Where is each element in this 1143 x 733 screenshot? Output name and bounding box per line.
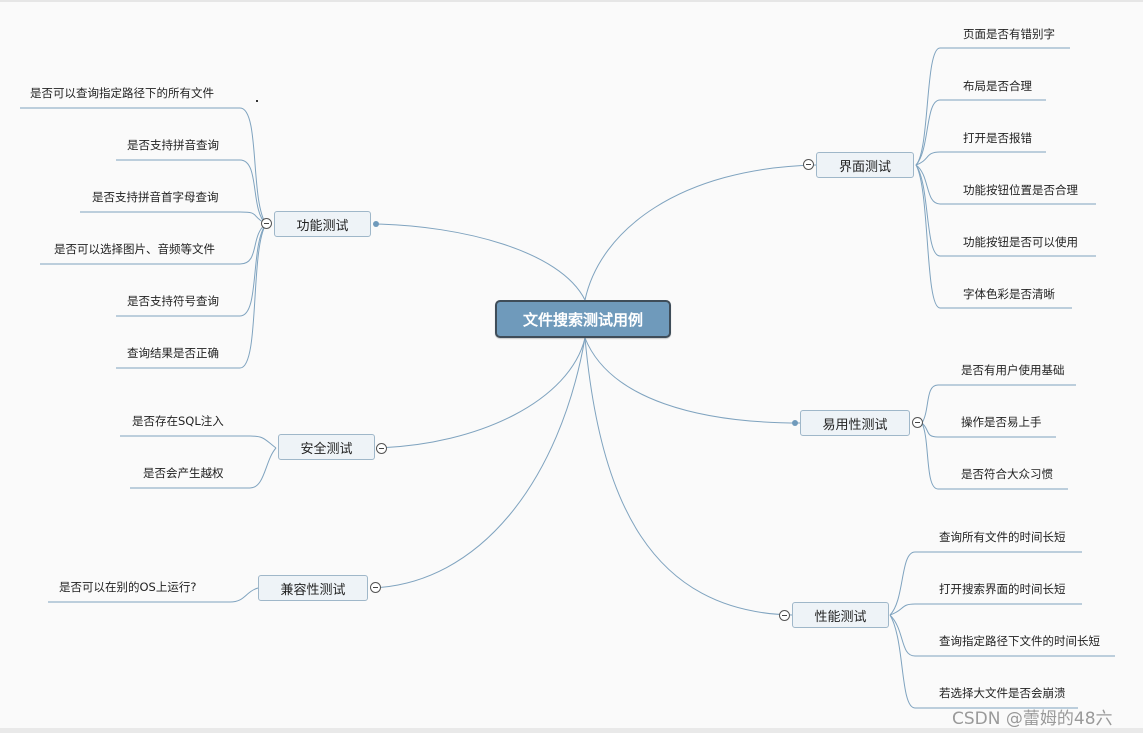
leaf-function-4[interactable]: 是否可以选择图片、音频等文件 (54, 242, 215, 256)
leaf-usability-2[interactable]: 操作是否易上手 (961, 415, 1042, 429)
leaf-usability-1[interactable]: 是否有用户使用基础 (961, 363, 1065, 377)
collapse-ui-icon[interactable] (803, 159, 814, 170)
central-topic[interactable]: 文件搜索测试用例 (495, 300, 671, 338)
collapse-function-icon[interactable] (261, 218, 272, 229)
watermark-text: CSDN @蕾姆的48六 (952, 709, 1113, 729)
topic-security-test[interactable]: 安全测试 (278, 434, 375, 460)
leaf-function-6[interactable]: 查询结果是否正确 (127, 346, 219, 360)
edge-central-security (375, 337, 586, 449)
collapse-compat-icon[interactable] (370, 582, 381, 593)
edge-central-compat (369, 337, 586, 589)
leaf-function-1[interactable]: 是否可以查询指定路径下的所有文件 (30, 86, 214, 100)
leaf-ui-4[interactable]: 功能按钮位置是否合理 (963, 183, 1078, 197)
leaf-function-2[interactable]: 是否支持拼音查询 (127, 138, 219, 152)
edge-central-usability (584, 337, 801, 424)
topic-function-test[interactable]: 功能测试 (274, 211, 371, 237)
edge-central-ui (584, 164, 817, 301)
collapse-security-icon[interactable] (376, 443, 387, 454)
leaf-performance-4[interactable]: 若选择大文件是否会崩溃 (939, 686, 1066, 700)
collapse-usability-icon[interactable] (912, 417, 923, 428)
leaf-ui-2[interactable]: 布局是否合理 (963, 79, 1032, 93)
leaf-security-1[interactable]: 是否存在SQL注入 (132, 414, 224, 428)
topic-usability-test[interactable]: 易用性测试 (800, 410, 910, 436)
top-border (0, 0, 1143, 2)
leaf-usability-3[interactable]: 是否符合大众习惯 (961, 467, 1053, 481)
leaf-function-3[interactable]: 是否支持拼音首字母查询 (92, 190, 219, 204)
leaf-function-5[interactable]: 是否支持符号查询 (127, 294, 219, 308)
function-connector-dot (373, 221, 379, 227)
edge-central-function (376, 223, 586, 301)
leaf-performance-3[interactable]: 查询指定路径下文件的时间长短 (939, 634, 1100, 648)
leaf-ui-6[interactable]: 字体色彩是否清晰 (963, 287, 1055, 301)
leaf-ui-5[interactable]: 功能按钮是否可以使用 (963, 235, 1078, 249)
edge-central-performance (584, 337, 793, 616)
topic-compat-test[interactable]: 兼容性测试 (258, 575, 368, 601)
usability-connector-dot (792, 420, 798, 426)
topic-performance-test[interactable]: 性能测试 (792, 602, 889, 628)
topic-ui-test[interactable]: 界面测试 (816, 152, 914, 178)
bottom-border (0, 728, 1143, 733)
leaf-performance-2[interactable]: 打开搜索界面的时间长短 (939, 582, 1066, 596)
leaf-security-2[interactable]: 是否会产生越权 (143, 466, 224, 480)
collapse-performance-icon[interactable] (779, 610, 790, 621)
stray-dot (256, 100, 258, 102)
leaf-ui-3[interactable]: 打开是否报错 (963, 131, 1032, 145)
leaf-compat-1[interactable]: 是否可以在别的OS上运行? (59, 580, 197, 594)
leaf-ui-1[interactable]: 页面是否有错别字 (963, 27, 1055, 41)
leaf-performance-1[interactable]: 查询所有文件的时间长短 (939, 530, 1066, 544)
